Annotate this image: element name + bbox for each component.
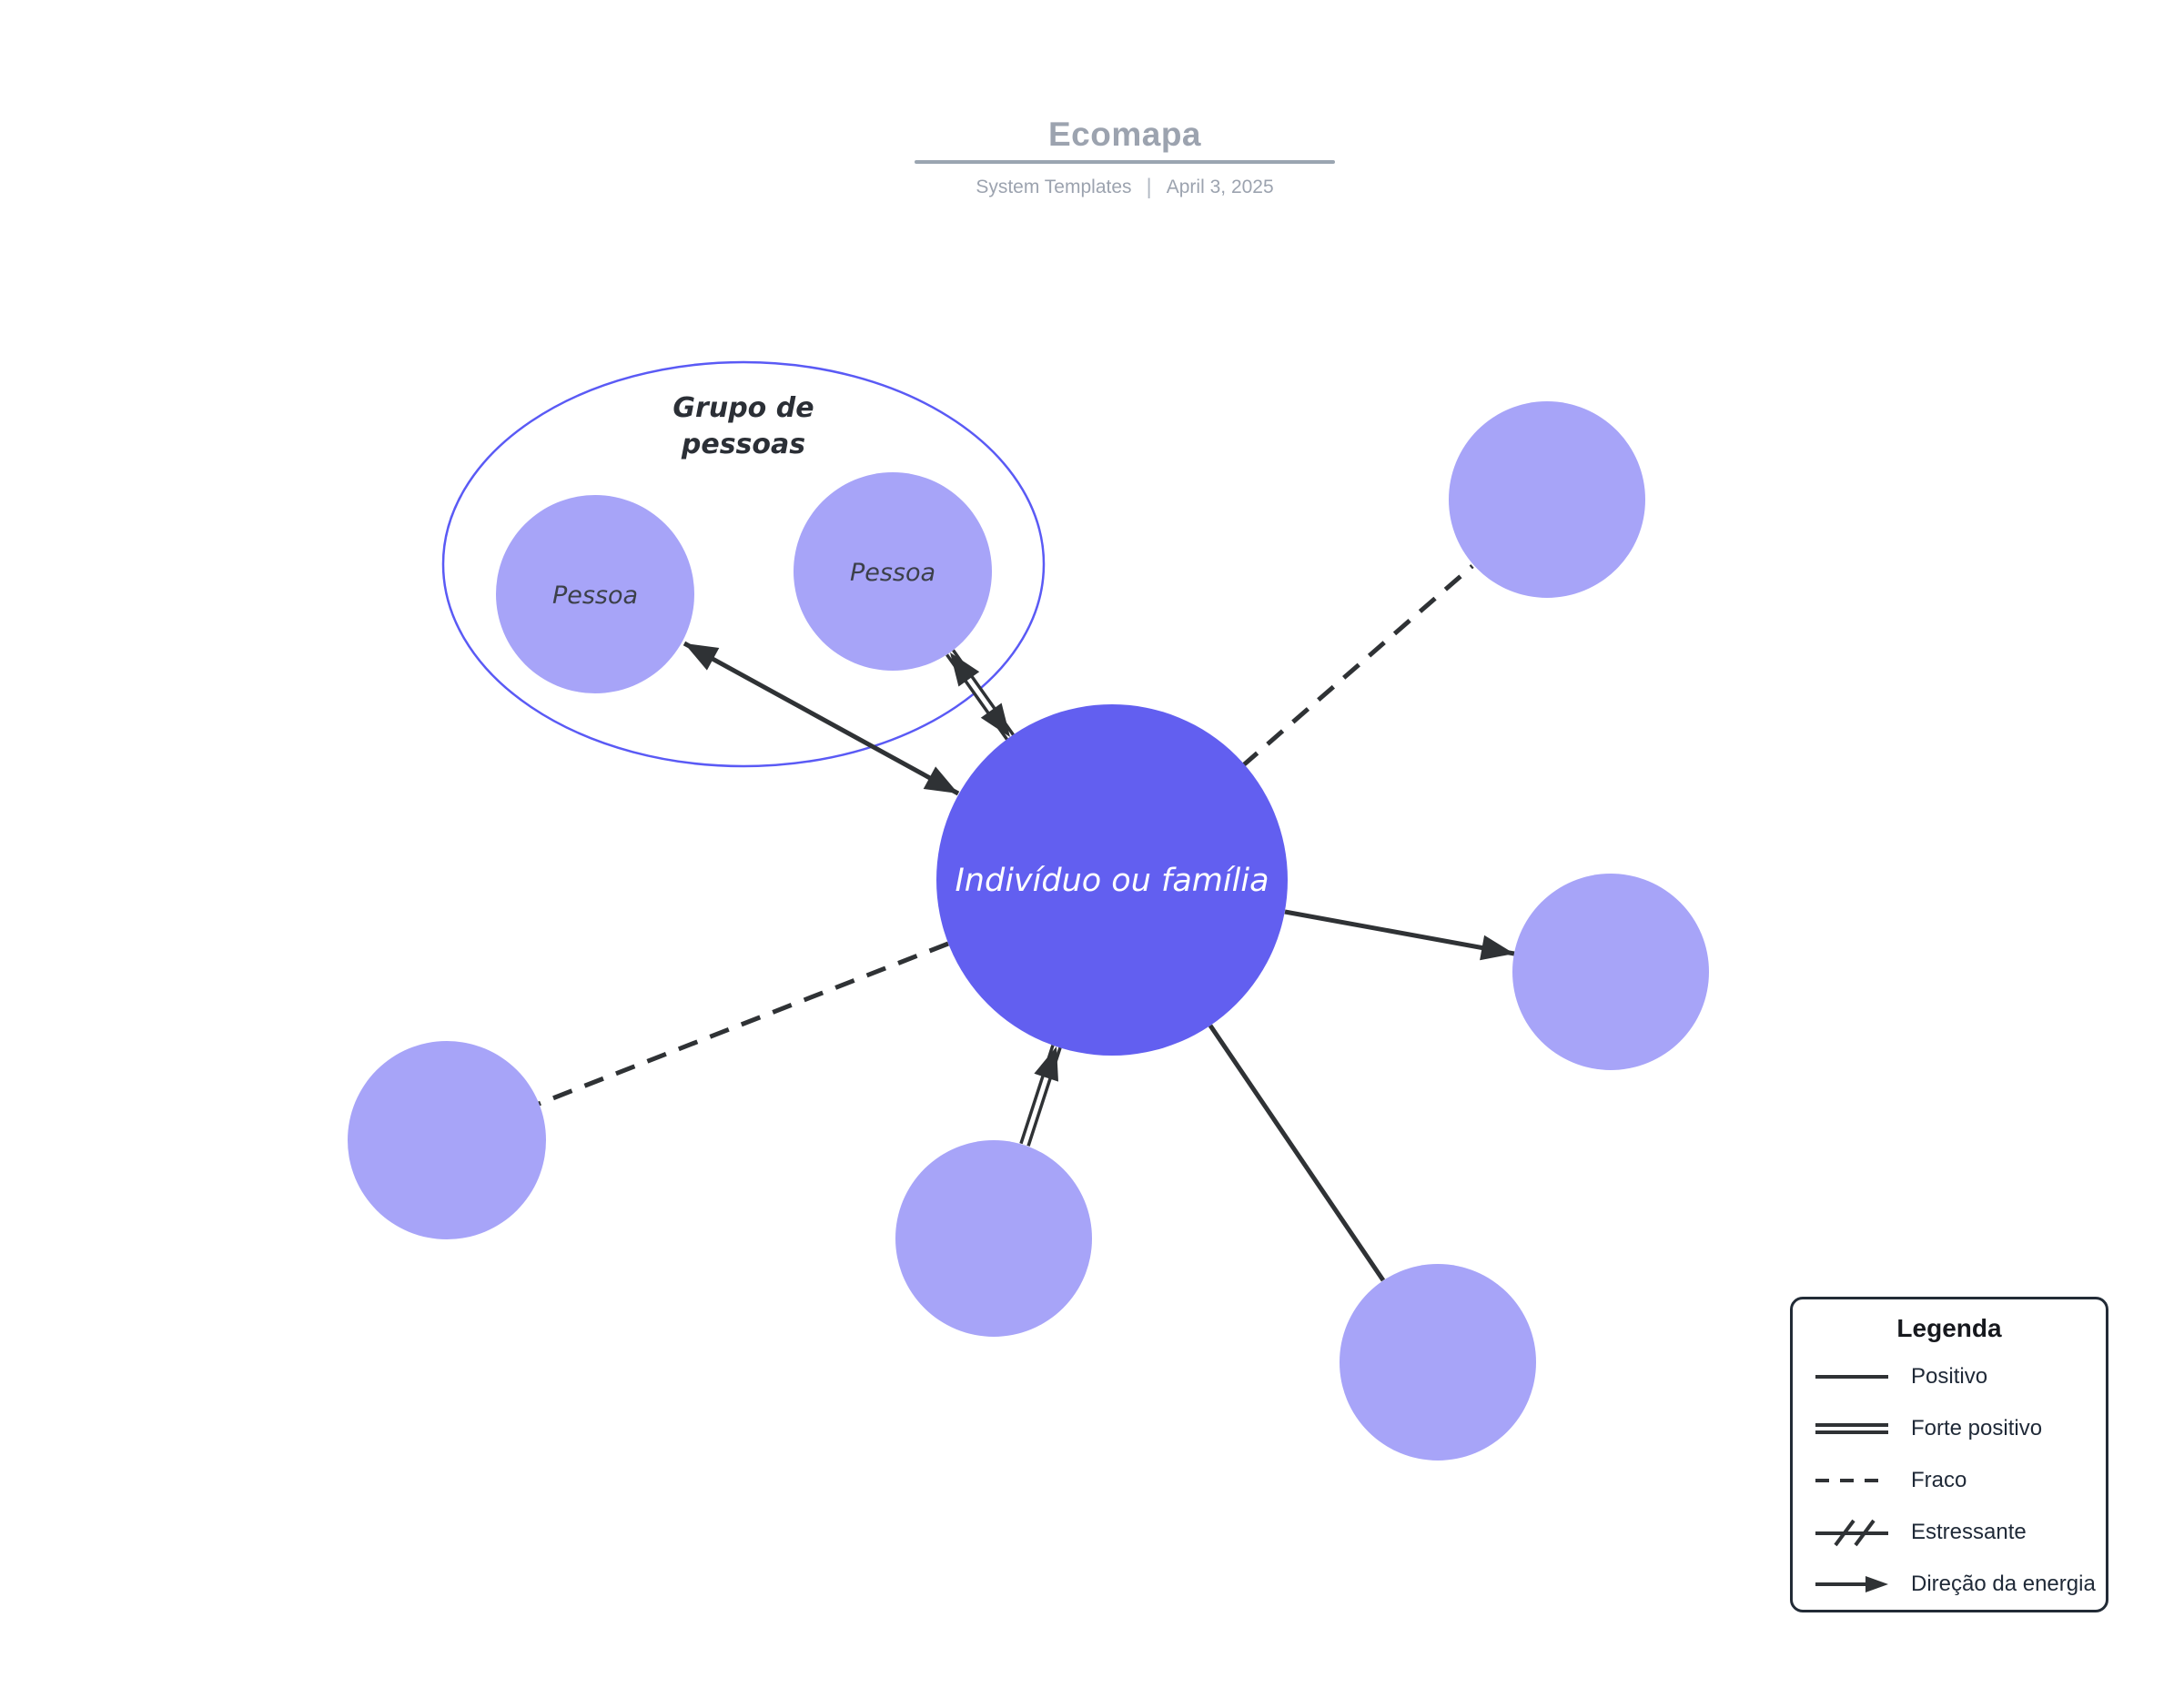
node-contact-left (348, 1041, 546, 1239)
crossed-line-icon (1815, 1519, 1888, 1546)
double-line-icon (1815, 1422, 1888, 1434)
node-person-1 (496, 495, 694, 693)
legend-label: Direção da energia (1911, 1571, 2096, 1596)
person-2-label: Pessoa (850, 559, 935, 587)
node-contact-right (1512, 874, 1709, 1070)
node-contact-bottom-right (1340, 1264, 1536, 1461)
subtitle-separator: | (1146, 175, 1152, 199)
arrowhead-to-center-from-person2 (980, 702, 1010, 737)
connection-weak-left (538, 941, 949, 1107)
group-ellipse (441, 360, 1046, 768)
arrowhead-to-center-from-bottom (1034, 1046, 1058, 1082)
legend-row-direcao: Direção da energia (1793, 1558, 2106, 1610)
node-contact-top-right (1449, 401, 1645, 598)
connection-weak-top-right (1240, 564, 1474, 768)
solid-line-icon (1815, 1374, 1888, 1379)
connection-positive-bottom-right (1208, 1024, 1386, 1282)
arrowhead-to-person1 (684, 643, 720, 671)
dashed-line-icon (1815, 1478, 1888, 1482)
legend-label: Positivo (1911, 1363, 1988, 1389)
center-node-label: Indivíduo ou família (955, 863, 1269, 899)
legend-row-forte-positivo: Forte positivo (1793, 1402, 2106, 1454)
legend-rows: Positivo Forte positivo Fraco (1793, 1350, 2106, 1610)
author-label: System Templates (976, 177, 1132, 197)
arrow-icon (1815, 1575, 1888, 1592)
person-1-label: Pessoa (552, 581, 638, 610)
title-divider (915, 160, 1335, 164)
legend-row-estressante: Estressante (1793, 1506, 2106, 1558)
page-title: Ecomapa (1047, 116, 1201, 153)
legend-title: Legenda (1896, 1314, 2002, 1342)
group-label-line2: pessoas (681, 429, 805, 460)
subtitle: System Templates | April 3, 2025 (915, 175, 1335, 200)
legend-row-fraco: Fraco (1793, 1454, 2106, 1506)
date-label: April 3, 2025 (1166, 177, 1274, 197)
node-person-2 (794, 472, 992, 671)
legend-label: Fraco (1911, 1467, 1967, 1492)
arrowhead-to-center-from-person1 (923, 766, 958, 793)
arrowhead-to-person2 (950, 652, 980, 687)
group-label-line1: Grupo de (672, 392, 814, 424)
node-contact-bottom-center (895, 1140, 1092, 1337)
energy-arrowheads (684, 643, 1514, 1082)
arrowhead-to-right-contact (1480, 935, 1514, 961)
header: Ecomapa System Templates | April 3, 2025 (915, 115, 1335, 200)
legend-row-positivo: Positivo (1793, 1350, 2106, 1402)
legend-label: Forte positivo (1911, 1415, 2043, 1440)
connection-positive-right (1284, 909, 1515, 956)
legend-label: Estressante (1911, 1519, 2027, 1544)
node-center-individual-family (936, 704, 1288, 1056)
connection-positive-person1 (682, 641, 960, 796)
legend-box: Legenda Positivo Forte positivo Fra (1790, 1297, 2108, 1612)
